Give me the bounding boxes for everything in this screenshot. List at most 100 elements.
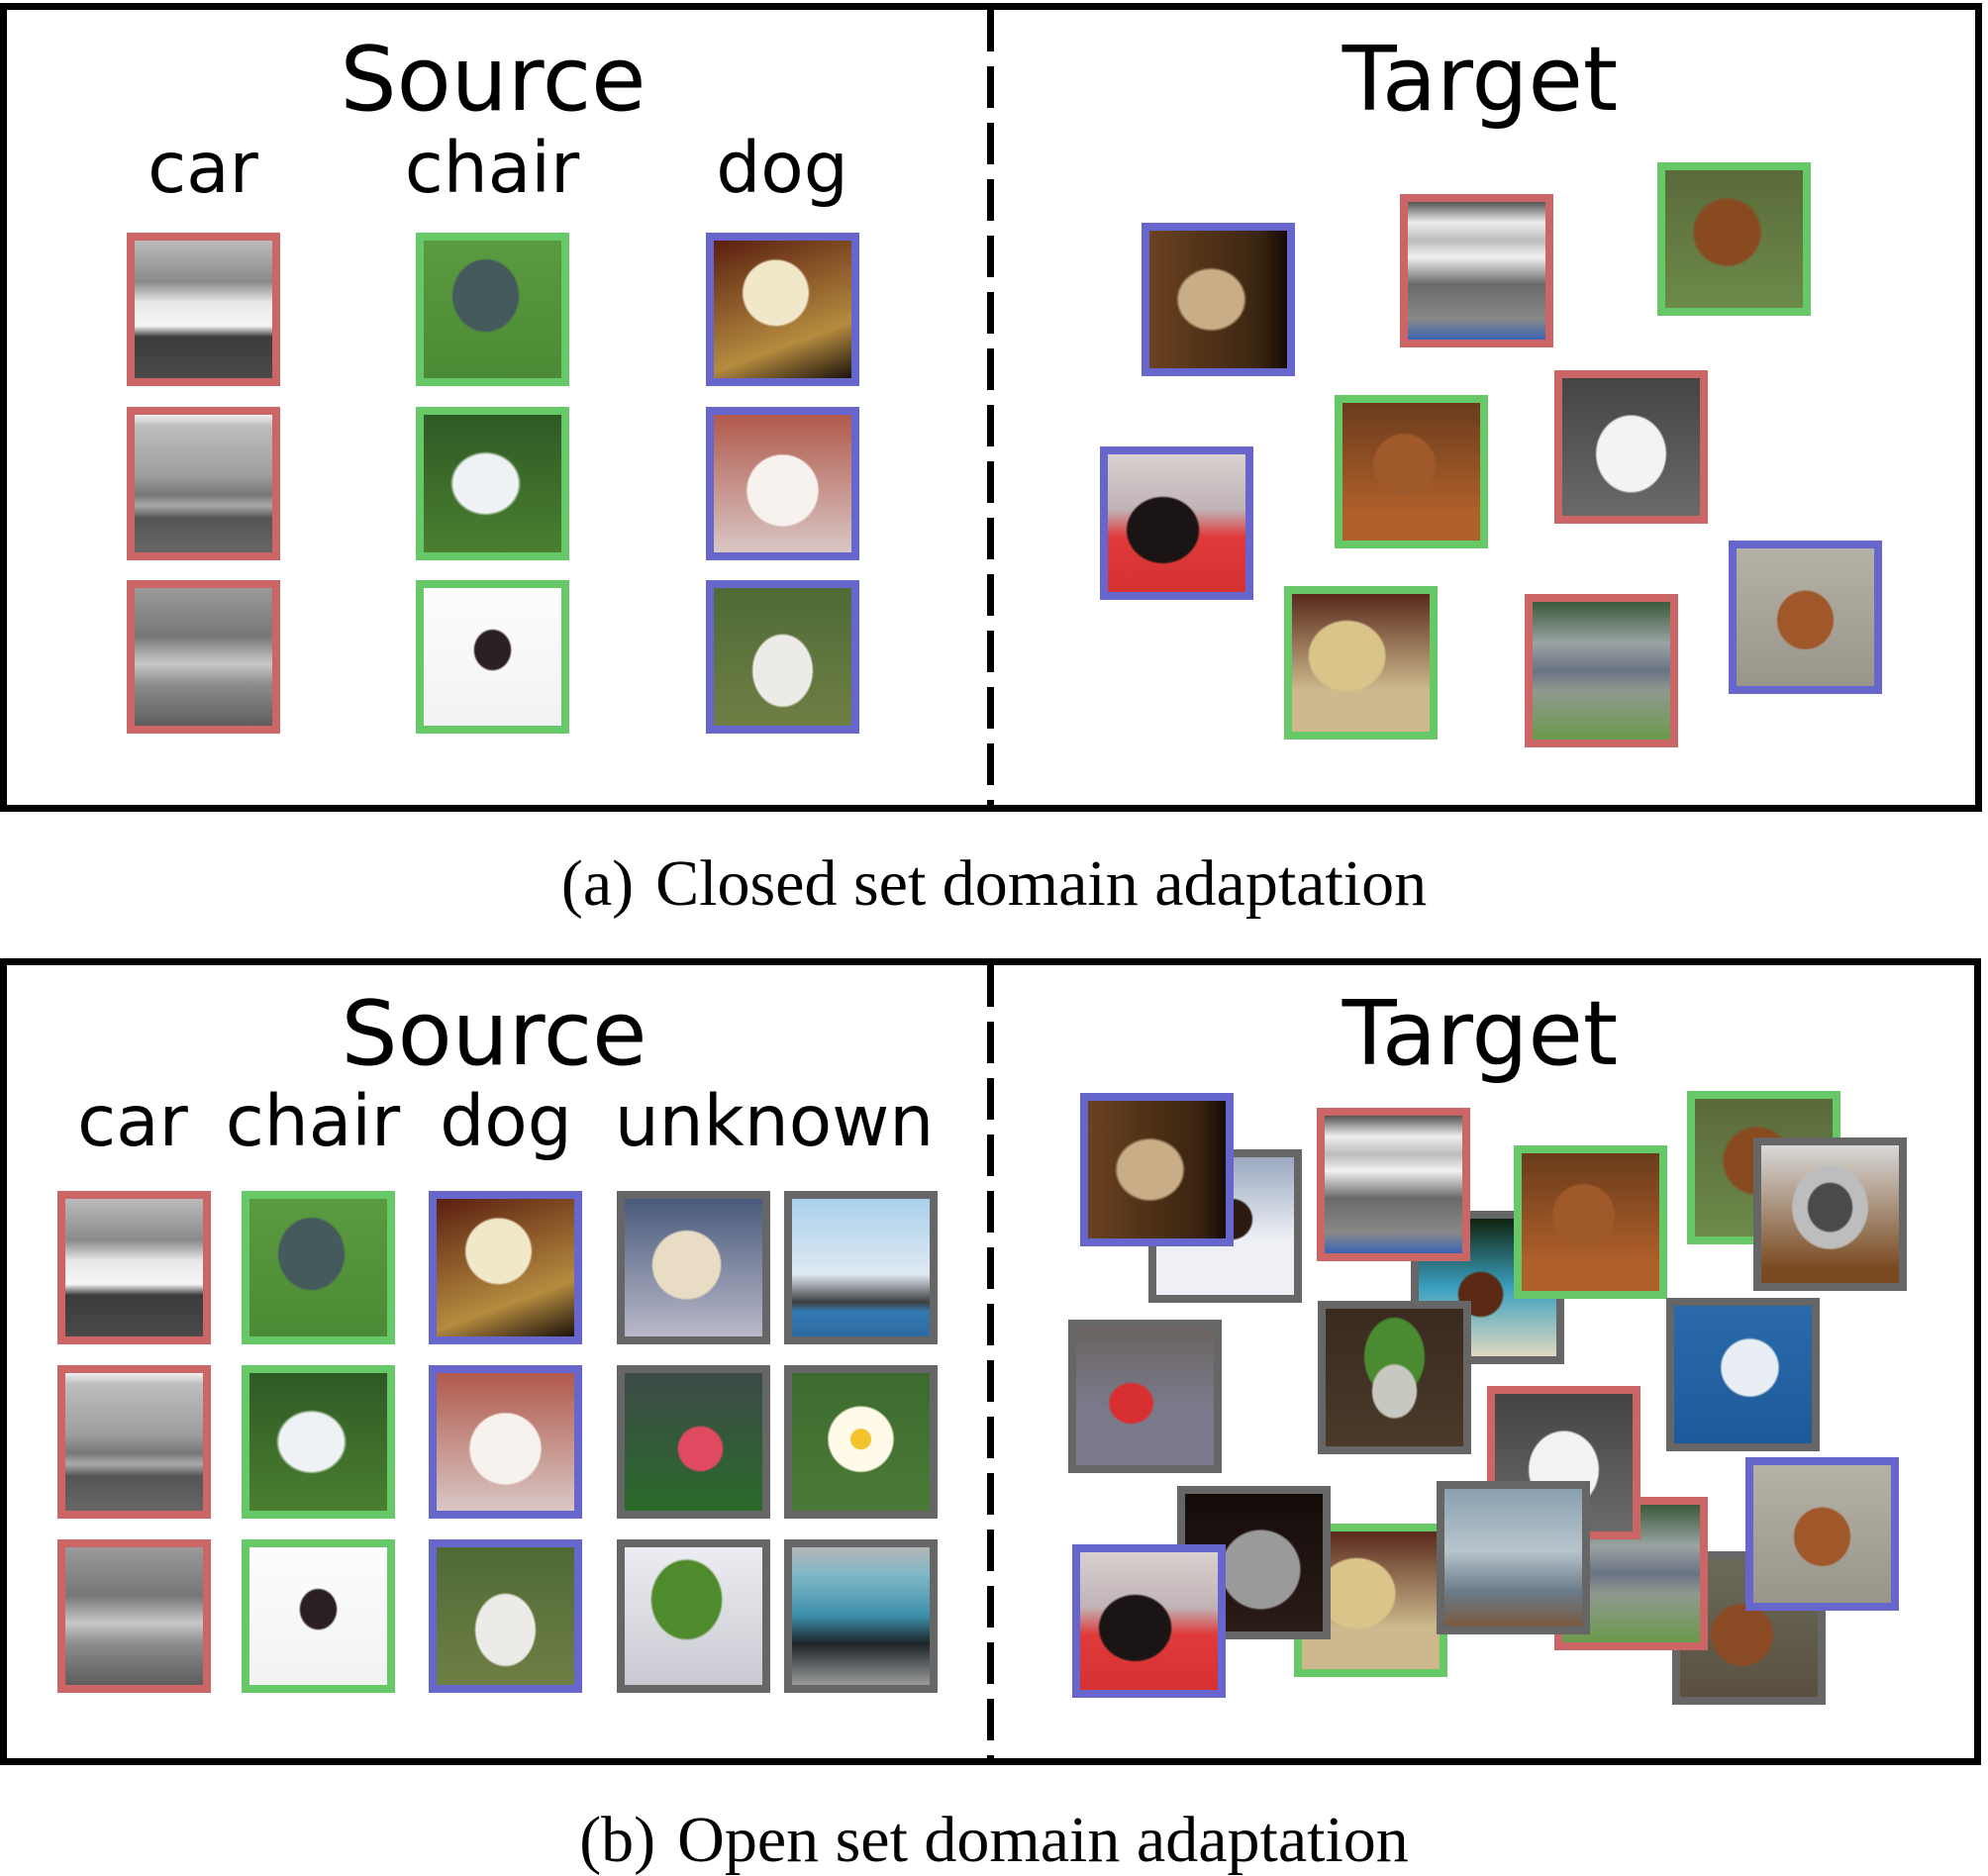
source-image-unknown [784,1365,938,1519]
source-image-dog [429,1365,582,1519]
photo-chair [424,588,561,726]
target-image-chair [1335,395,1488,548]
photo-dog [714,415,851,552]
photo-airplane [1444,1489,1582,1627]
panel-a-label-chair: chair [404,127,580,209]
panel-b-source-title: Source [341,982,647,1086]
photo-dog [437,1373,574,1511]
photo-chair [1342,403,1480,541]
panel-a-label-car: car [148,127,258,209]
photo-water-lily [792,1373,930,1511]
photo-chair [424,415,561,552]
source-image-unknown [617,1191,770,1344]
photo-yacht [1674,1306,1812,1443]
caption-a: (a)Closed set domain adaptation [0,851,1988,917]
target-image-unknown [1666,1298,1820,1451]
photo-car [135,588,272,726]
photo-chair [1522,1153,1659,1291]
photo-chair [249,1373,387,1511]
photo-dog [1753,1465,1891,1603]
photo-dog [1080,1552,1218,1690]
source-image-car [127,407,280,560]
source-image-unknown [617,1539,770,1693]
panel-b-label-car: car [77,1080,188,1162]
panel-a-label-dog: dog [716,127,848,209]
photo-car [1325,1116,1462,1253]
photo-car [65,1373,203,1511]
caption-b-tag: (b) [579,1804,656,1876]
photo-dog [1108,454,1245,592]
photo-dog [714,588,851,726]
target-image-chair [1514,1145,1667,1299]
target-image-car [1525,594,1678,747]
photo-car [135,241,272,378]
photo-flowers [1326,1309,1463,1446]
caption-a-text: Closed set domain adaptation [655,847,1428,920]
panel-a-source-title: Source [340,28,646,132]
target-image-car [1400,194,1553,347]
target-image-dog [1729,541,1882,694]
source-image-chair [242,1539,395,1693]
caption-b: (b)Open set domain adaptation [0,1808,1988,1873]
panel-b-target-title: Target [1342,982,1619,1086]
target-image-dog [1072,1544,1226,1698]
photo-laptop [792,1547,930,1685]
source-image-dog [706,580,859,734]
caption-a-tag: (a) [560,847,635,920]
photo-car [65,1199,203,1336]
photo-car [65,1547,203,1685]
target-image-dog [1142,223,1295,376]
target-image-car [1317,1108,1470,1261]
panel-b-label-chair: chair [225,1080,401,1162]
photo-car [1533,602,1670,740]
photo-sailboat [792,1199,930,1336]
source-image-unknown [784,1191,938,1344]
source-image-chair [242,1365,395,1519]
panel-b-label-unknown: unknown [614,1080,935,1162]
photo-dog [1737,548,1874,686]
caption-b-text: Open set domain adaptation [677,1804,1409,1876]
target-image-dog [1080,1093,1234,1246]
photo-chair [1665,170,1803,308]
panel-b-label-dog: dog [440,1080,572,1162]
source-image-car [127,233,280,386]
photo-car [1408,202,1545,340]
target-image-dog [1745,1457,1899,1611]
target-image-dog [1100,446,1253,600]
target-image-chair [1284,586,1438,740]
target-image-unknown [1437,1481,1590,1634]
source-target-divider [987,965,994,1758]
photo-dog [1088,1101,1226,1238]
source-image-unknown [617,1365,770,1519]
source-image-car [57,1191,211,1344]
source-image-dog [429,1539,582,1693]
photo-car [135,415,272,552]
source-image-dog [706,233,859,386]
target-image-unknown [1753,1137,1907,1291]
photo-dog [437,1547,574,1685]
photo-cup [625,1199,762,1336]
source-image-dog [706,407,859,560]
target-image-unknown [1068,1320,1222,1473]
source-image-chair [416,233,569,386]
source-target-divider [987,10,994,805]
source-image-car [127,580,280,734]
source-image-dog [429,1191,582,1344]
source-image-car [57,1539,211,1693]
source-image-chair [416,407,569,560]
source-image-chair [416,580,569,734]
photo-television [1761,1145,1899,1283]
target-image-chair [1657,162,1811,316]
target-image-car [1554,370,1708,524]
photo-bonsai [625,1547,762,1685]
photo-chair [424,241,561,378]
photo-chair [249,1199,387,1336]
panel-a-target-title: Target [1342,28,1619,132]
photo-chair [249,1547,387,1685]
photo-car [1562,378,1700,516]
photo-dog [437,1199,574,1336]
photo-chair [1292,594,1430,732]
source-image-unknown [784,1539,938,1693]
photo-motorcycle [1076,1328,1214,1465]
photo-ibis [625,1373,762,1511]
